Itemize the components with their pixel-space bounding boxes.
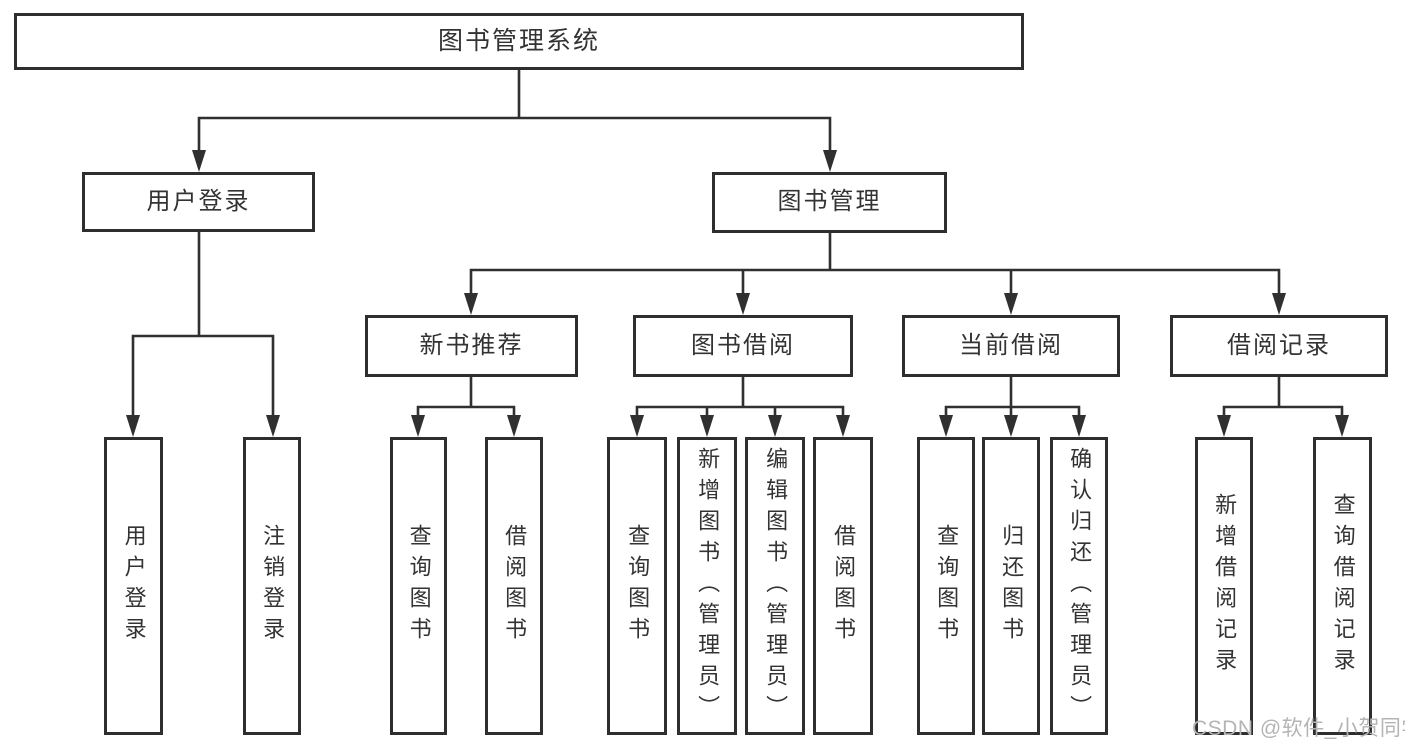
connector-user-login <box>126 230 280 437</box>
connector-root <box>192 68 837 172</box>
node-nbr-query-books: 查询图书 <box>390 437 447 735</box>
node-logout: 注销登录 <box>243 437 301 735</box>
node-new-book-recommend: 新书推荐 <box>365 315 578 377</box>
node-nbr-borrow-books: 借阅图书 <box>485 437 543 735</box>
node-book-management: 图书管理 <box>712 172 947 233</box>
node-br-query-record: 查询借阅记录 <box>1313 437 1372 735</box>
node-bb-add-books-admin: 新增图书（管理员） <box>677 437 737 735</box>
node-current-borrowing: 当前借阅 <box>902 315 1120 377</box>
csdn-watermark: CSDN @软件_小贺同学 <box>1192 717 1405 740</box>
connector-new-book-rec <box>411 375 521 437</box>
node-user-login: 用户登录 <box>104 437 163 735</box>
node-cb-query-books: 查询图书 <box>917 437 975 735</box>
connector-current-borrow <box>939 375 1086 437</box>
connector-book-management <box>464 231 1286 315</box>
node-br-add-record: 新增借阅记录 <box>1195 437 1253 735</box>
node-library-system: 图书管理系统 <box>14 13 1024 70</box>
node-user-login-group: 用户登录 <box>82 172 315 232</box>
connector-book-borrowing <box>630 375 850 437</box>
node-bb-borrow-books: 借阅图书 <box>813 437 873 735</box>
connector-borrow-records <box>1217 375 1349 437</box>
node-borrowing-records: 借阅记录 <box>1170 315 1388 377</box>
node-book-borrowing: 图书借阅 <box>633 315 853 377</box>
node-bb-query-books: 查询图书 <box>607 437 667 735</box>
node-bb-edit-books-admin: 编辑图书（管理员） <box>745 437 805 735</box>
node-cb-return-books: 归还图书 <box>982 437 1040 735</box>
node-cb-confirm-return-admin: 确认归还（管理员） <box>1050 437 1108 735</box>
